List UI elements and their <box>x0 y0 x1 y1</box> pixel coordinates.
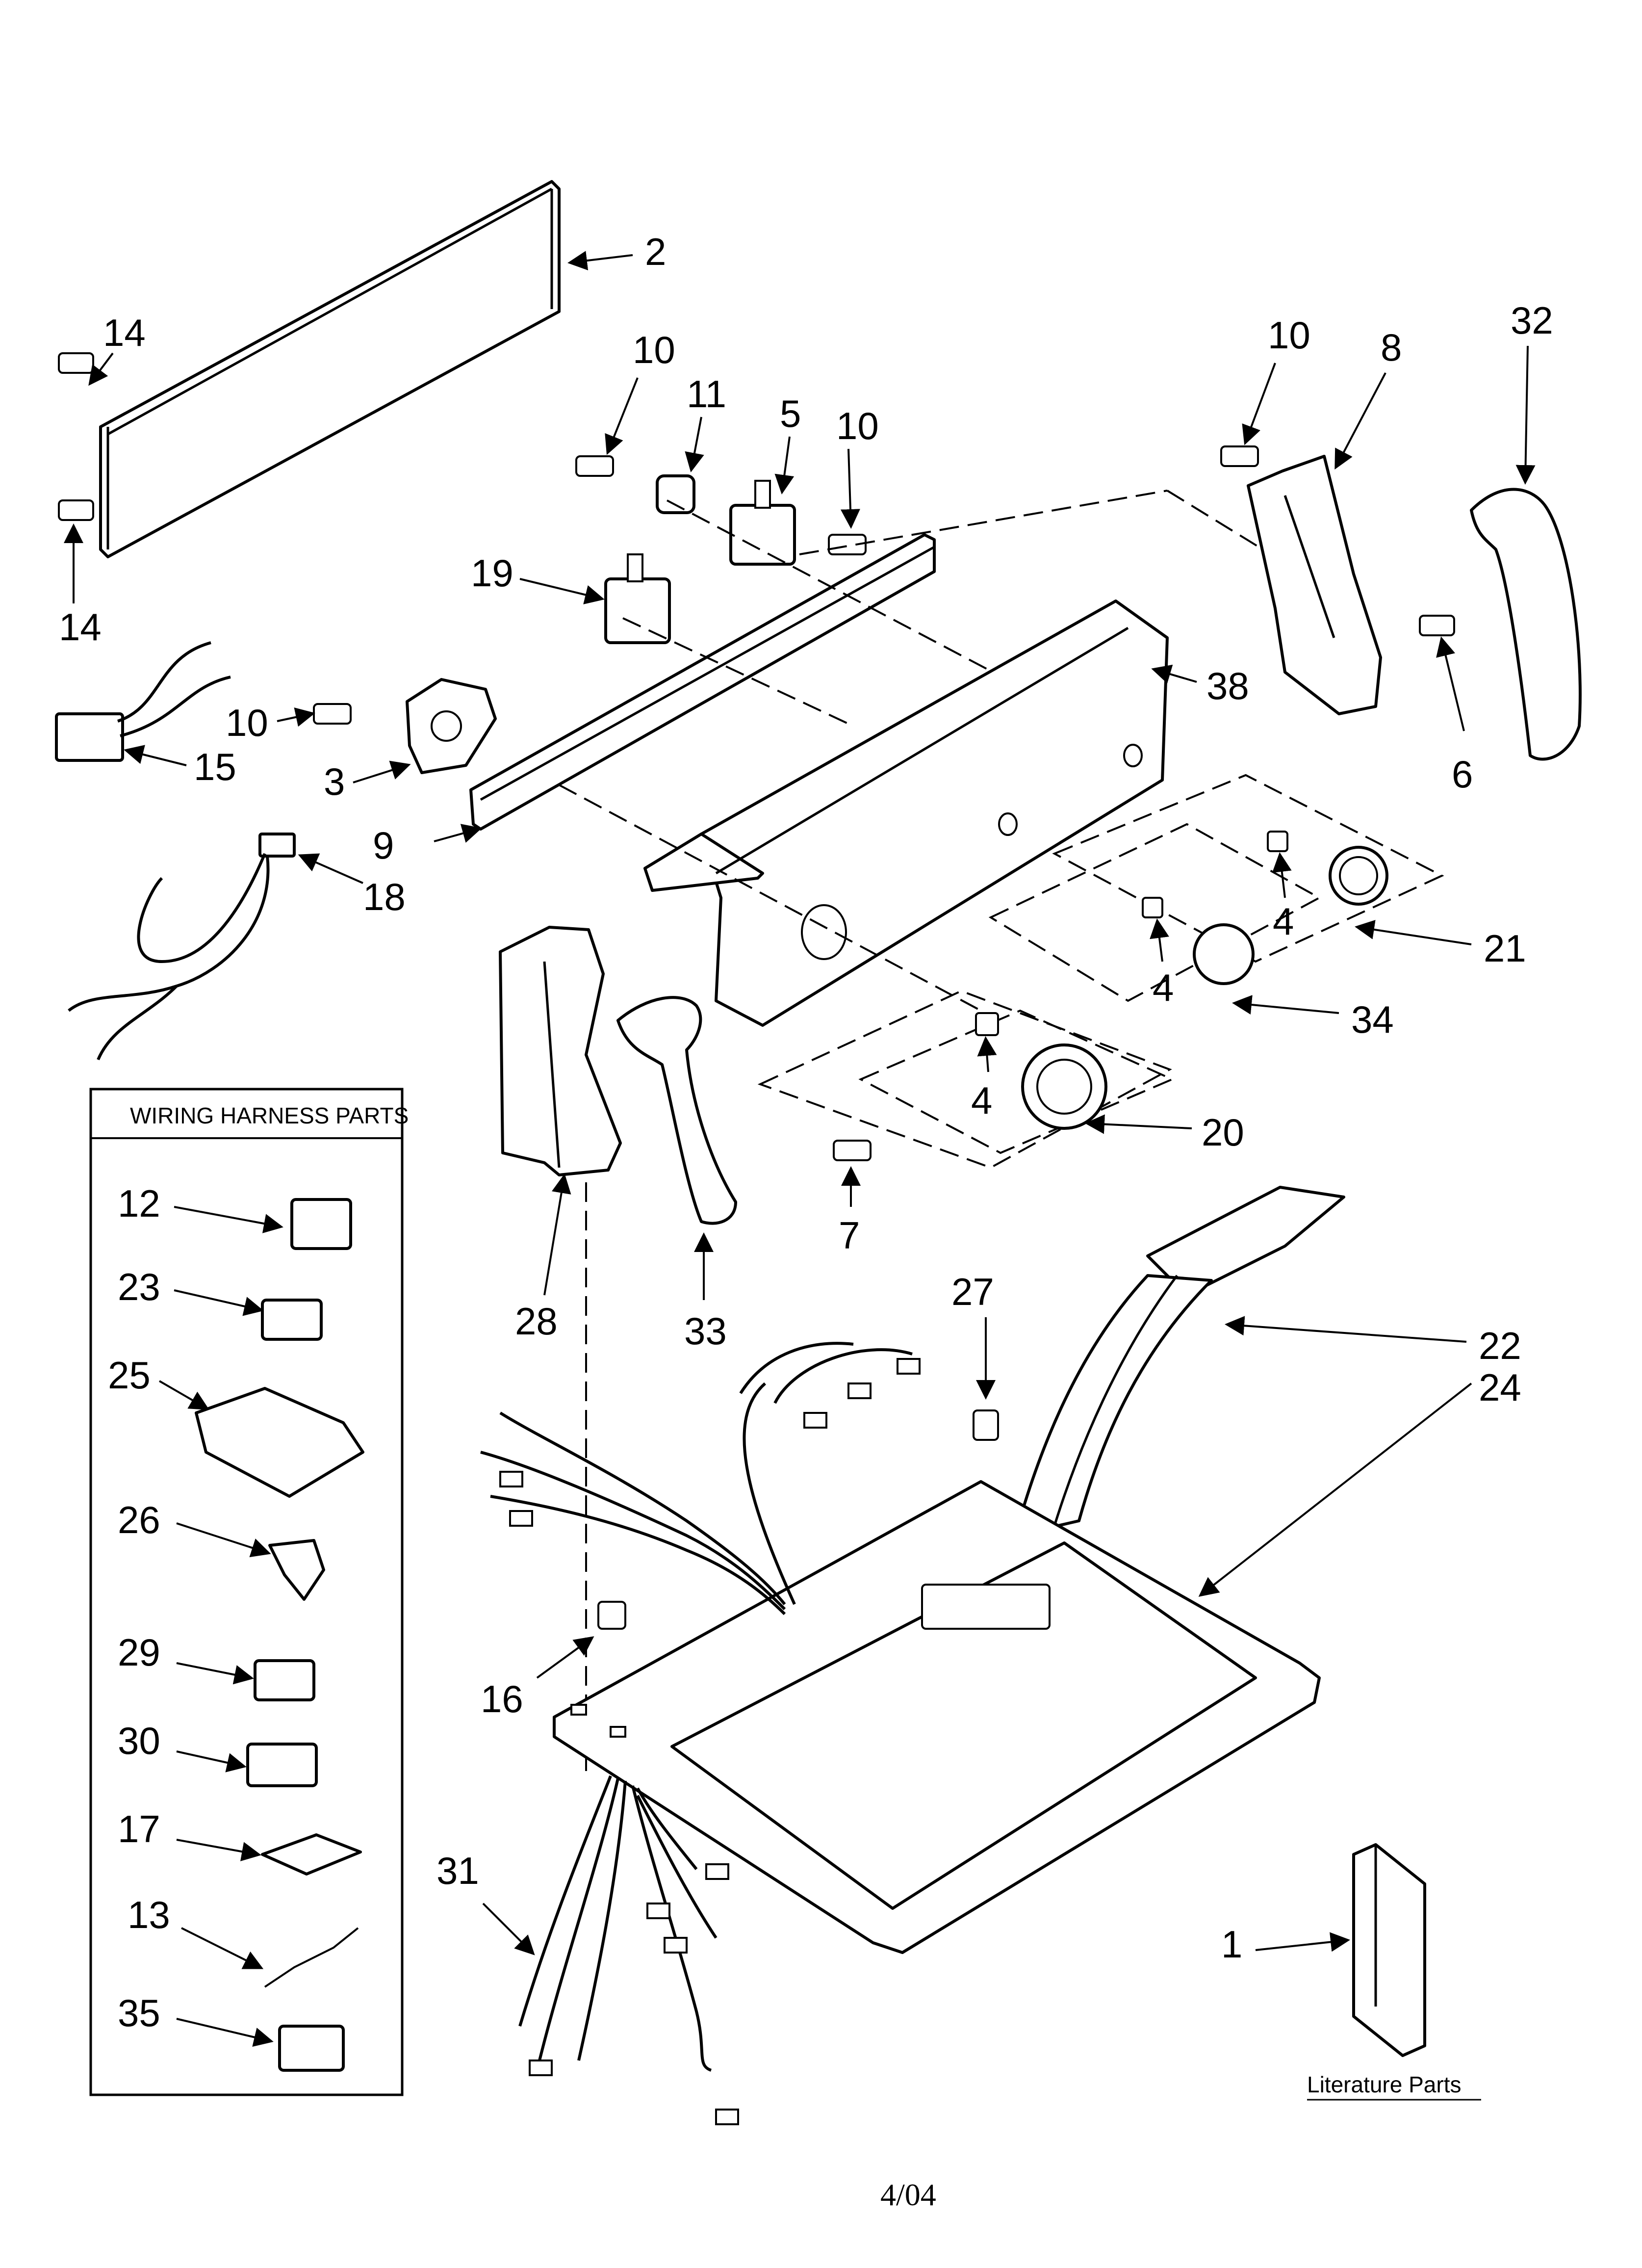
switch-part-19 <box>604 553 671 644</box>
callout-10-a: 10 <box>633 328 675 371</box>
trim-right-part <box>1470 488 1582 761</box>
harness-item-25: 25 <box>108 1354 364 1498</box>
grommet-part <box>597 1601 626 1630</box>
callout-17: 17 <box>118 1807 160 1851</box>
callout-32: 32 <box>1511 299 1553 342</box>
callout-22: 22 <box>1479 1324 1521 1367</box>
knob-part-21 <box>1267 831 1388 906</box>
callout-20: 20 <box>1202 1111 1244 1154</box>
wiring-harness-title: WIRING HARNESS PARTS <box>130 1103 409 1128</box>
callout-21: 21 <box>1484 927 1526 970</box>
callout-31: 31 <box>436 1849 479 1892</box>
top-panel-part <box>553 1480 1321 1954</box>
callout-4-c: 4 <box>971 1079 992 1122</box>
callout-10-d: 10 <box>1268 313 1310 357</box>
callout-2: 2 <box>645 230 666 273</box>
callout-4-a: 4 <box>1273 900 1294 943</box>
wiring-harness-parts-box <box>89 1088 404 2096</box>
harness-item-23: 23 <box>118 1265 323 1341</box>
callout-10-b: 10 <box>836 404 879 447</box>
callout-9: 9 <box>373 824 394 867</box>
callout-38: 38 <box>1206 664 1249 707</box>
revision-date: 4/04 <box>880 2177 936 2212</box>
harness-item-29: 29 <box>118 1631 315 1701</box>
callout-12: 12 <box>118 1182 160 1225</box>
callout-3: 3 <box>324 760 345 803</box>
screw-icon <box>973 1409 999 1441</box>
callout-18: 18 <box>363 875 406 918</box>
callout-33: 33 <box>684 1309 727 1353</box>
callout-1: 1 <box>1221 1923 1242 1966</box>
harness-item-26: 26 <box>118 1498 325 1601</box>
knob-part-20 <box>975 1012 1107 1130</box>
harness-part-18 <box>68 833 296 1061</box>
callout-10-c: 10 <box>226 701 268 744</box>
callout-5: 5 <box>780 392 801 435</box>
callout-13: 13 <box>128 1893 170 1936</box>
callout-14-bottom: 14 <box>59 605 102 649</box>
callout-16: 16 <box>481 1677 523 1721</box>
end-cap-right-part <box>1247 455 1382 715</box>
callout-15: 15 <box>194 745 236 788</box>
callout-7: 7 <box>839 1214 860 1257</box>
screw-icon <box>1419 615 1455 636</box>
knob-part-34 <box>1142 897 1255 985</box>
literature-parts-label: Literature Parts <box>1307 2072 1461 2097</box>
wiring-bundle-upper <box>480 1342 921 1616</box>
lint-duct-part <box>1014 1186 1345 1537</box>
harness-item-17: 17 <box>118 1807 362 1876</box>
callout-11: 11 <box>687 372 726 416</box>
screw-icon <box>313 445 1259 725</box>
callout-27: 27 <box>951 1270 994 1313</box>
switch-part-5 <box>729 480 796 566</box>
callout-8: 8 <box>1381 326 1402 369</box>
callout-24: 24 <box>1479 1366 1521 1409</box>
harness-part-15 <box>55 641 231 762</box>
control-panel-part <box>643 600 1169 1027</box>
callout-4-b: 4 <box>1153 966 1174 1009</box>
callout-28: 28 <box>515 1300 558 1343</box>
trim-left-part <box>616 996 737 1225</box>
callout-30: 30 <box>118 1719 160 1762</box>
end-cap-left-part <box>499 926 622 1176</box>
back-panel-part <box>99 180 561 558</box>
wiring-harness-part-31 <box>518 1775 739 2125</box>
callout-23: 23 <box>118 1265 160 1308</box>
callout-14-top: 14 <box>103 311 146 354</box>
callout-29: 29 <box>118 1631 160 1674</box>
callout-26: 26 <box>118 1498 160 1541</box>
harness-item-30: 30 <box>118 1719 318 1787</box>
callout-35: 35 <box>118 1991 160 2034</box>
callout-6: 6 <box>1452 753 1473 796</box>
screw-icon <box>58 352 94 521</box>
clip-part-11 <box>656 474 695 514</box>
screw-icon <box>833 1140 872 1161</box>
harness-item-35: 35 <box>118 1991 345 2072</box>
harness-item-13: 13 <box>128 1893 359 1988</box>
callout-19: 19 <box>471 551 513 595</box>
timer-part <box>406 678 497 774</box>
literature-book-part <box>1352 1843 1426 2057</box>
harness-item-12: 12 <box>118 1182 352 1250</box>
callout-34: 34 <box>1351 998 1394 1041</box>
callout-25: 25 <box>108 1354 151 1397</box>
projection-lines <box>559 490 1444 1771</box>
